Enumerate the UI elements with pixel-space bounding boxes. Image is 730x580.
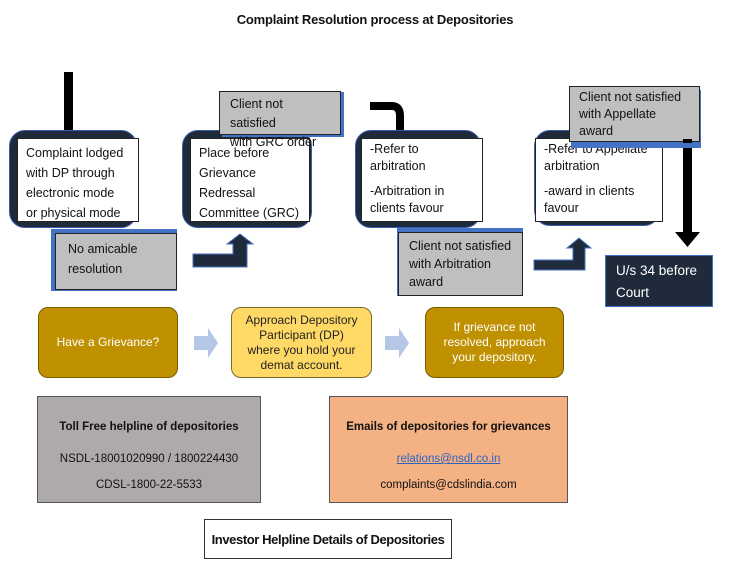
- step3-box: -Refer to arbitration -Arbitration in cl…: [361, 138, 483, 222]
- helpline-heading: Toll Free helpline of depositories: [59, 421, 239, 433]
- helpline-cdsl: CDSL-1800-22-5533: [95, 479, 203, 491]
- approach-dp-box: Approach Depository Participant (DP) whe…: [231, 307, 372, 378]
- approach-depository-line: If grievance not: [453, 320, 536, 334]
- note4-box: Client not satisfied with Appellate awar…: [569, 86, 700, 142]
- court-box: U/s 34 before Court: [605, 255, 713, 307]
- right-arrow-icon: [194, 328, 218, 358]
- note4-line: Client not satisfied: [579, 90, 682, 104]
- approach-dp-line: where you hold your: [247, 342, 356, 357]
- note4-line: with Appellate: [579, 107, 657, 121]
- step3-line: arbitration: [370, 159, 426, 173]
- note3-line: award: [409, 275, 444, 289]
- helpline-nsdl: NSDL-18001020990 / 1800224430: [59, 453, 239, 465]
- note3-line: Client not satisfied: [409, 239, 512, 253]
- note2-box: Client not satisfied with GRC order: [219, 91, 341, 149]
- emails-heading: Emails of depositories for grievances: [346, 421, 551, 433]
- step4-line: arbitration: [544, 159, 600, 173]
- step3-line: -Refer to: [370, 142, 419, 156]
- approach-depository-box: If grievance not resolved, approach your…: [425, 307, 564, 378]
- step4-line: favour: [544, 201, 579, 215]
- page-title: Complaint Resolution process at Deposito…: [236, 12, 514, 27]
- court-line: U/s 34 before: [616, 263, 698, 278]
- step2-line: Redressal: [199, 186, 256, 200]
- bent-arrow-icon: [192, 233, 255, 268]
- note1-line: resolution: [68, 262, 123, 276]
- note3-line: with Arbitration: [409, 257, 491, 271]
- step2-line: Place before: [199, 146, 270, 160]
- note1-line: No amicable: [68, 242, 138, 256]
- step1-line: electronic mode: [26, 186, 115, 200]
- note2-line: with GRC order: [230, 135, 317, 149]
- approach-depository-line: your depository.: [452, 350, 537, 364]
- court-line: Court: [616, 285, 650, 300]
- emails-box: Emails of depositories for grievances re…: [329, 396, 568, 503]
- step1-box: Complaint lodged with DP through electro…: [17, 138, 139, 222]
- note3-box: Client not satisfied with Arbitration aw…: [398, 232, 523, 296]
- step4-line: -award in clients: [544, 184, 635, 198]
- cdsl-email: complaints@cdslindia.com: [380, 479, 517, 491]
- step2-line: Committee (GRC): [199, 206, 300, 220]
- down-arrow-icon: [683, 139, 692, 143]
- helpline-caption: Investor Helpline Details of Depositorie…: [204, 519, 452, 559]
- approach-dp-line: demat account.: [260, 357, 343, 372]
- step2-line: Grievance: [199, 166, 256, 180]
- helpline-box: Toll Free helpline of depositories NSDL-…: [37, 396, 261, 503]
- approach-dp-line: Approach Depository: [245, 312, 358, 327]
- approach-depository-line: resolved, approach: [443, 335, 546, 349]
- step3-line: clients favour: [370, 201, 444, 215]
- step1-line: with DP through: [26, 166, 115, 180]
- note2-line: Client not satisfied: [230, 97, 283, 130]
- step4-box: -Refer to Appellate arbitration -award i…: [535, 138, 663, 222]
- step1-line: or physical mode: [26, 206, 121, 220]
- bent-arrow-icon: [533, 237, 593, 271]
- caption-text: Investor Helpline Details of Depositorie…: [211, 531, 445, 547]
- step1-line: Complaint lodged: [26, 146, 124, 160]
- have-grievance-box: Have a Grievance?: [38, 307, 178, 378]
- step2-box: Place before Grievance Redressal Committ…: [190, 138, 310, 222]
- step3-line: -Arbitration in: [370, 184, 445, 198]
- right-arrow-icon: [385, 328, 409, 358]
- approach-dp-line: Participant (DP): [259, 327, 344, 342]
- down-arrow-icon: [675, 139, 700, 247]
- nsdl-email-link[interactable]: relations@nsdl.co.in: [396, 453, 501, 465]
- have-grievance-label: Have a Grievance?: [56, 335, 160, 349]
- note1-box: No amicable resolution: [55, 233, 177, 290]
- note4-line: award: [579, 124, 614, 138]
